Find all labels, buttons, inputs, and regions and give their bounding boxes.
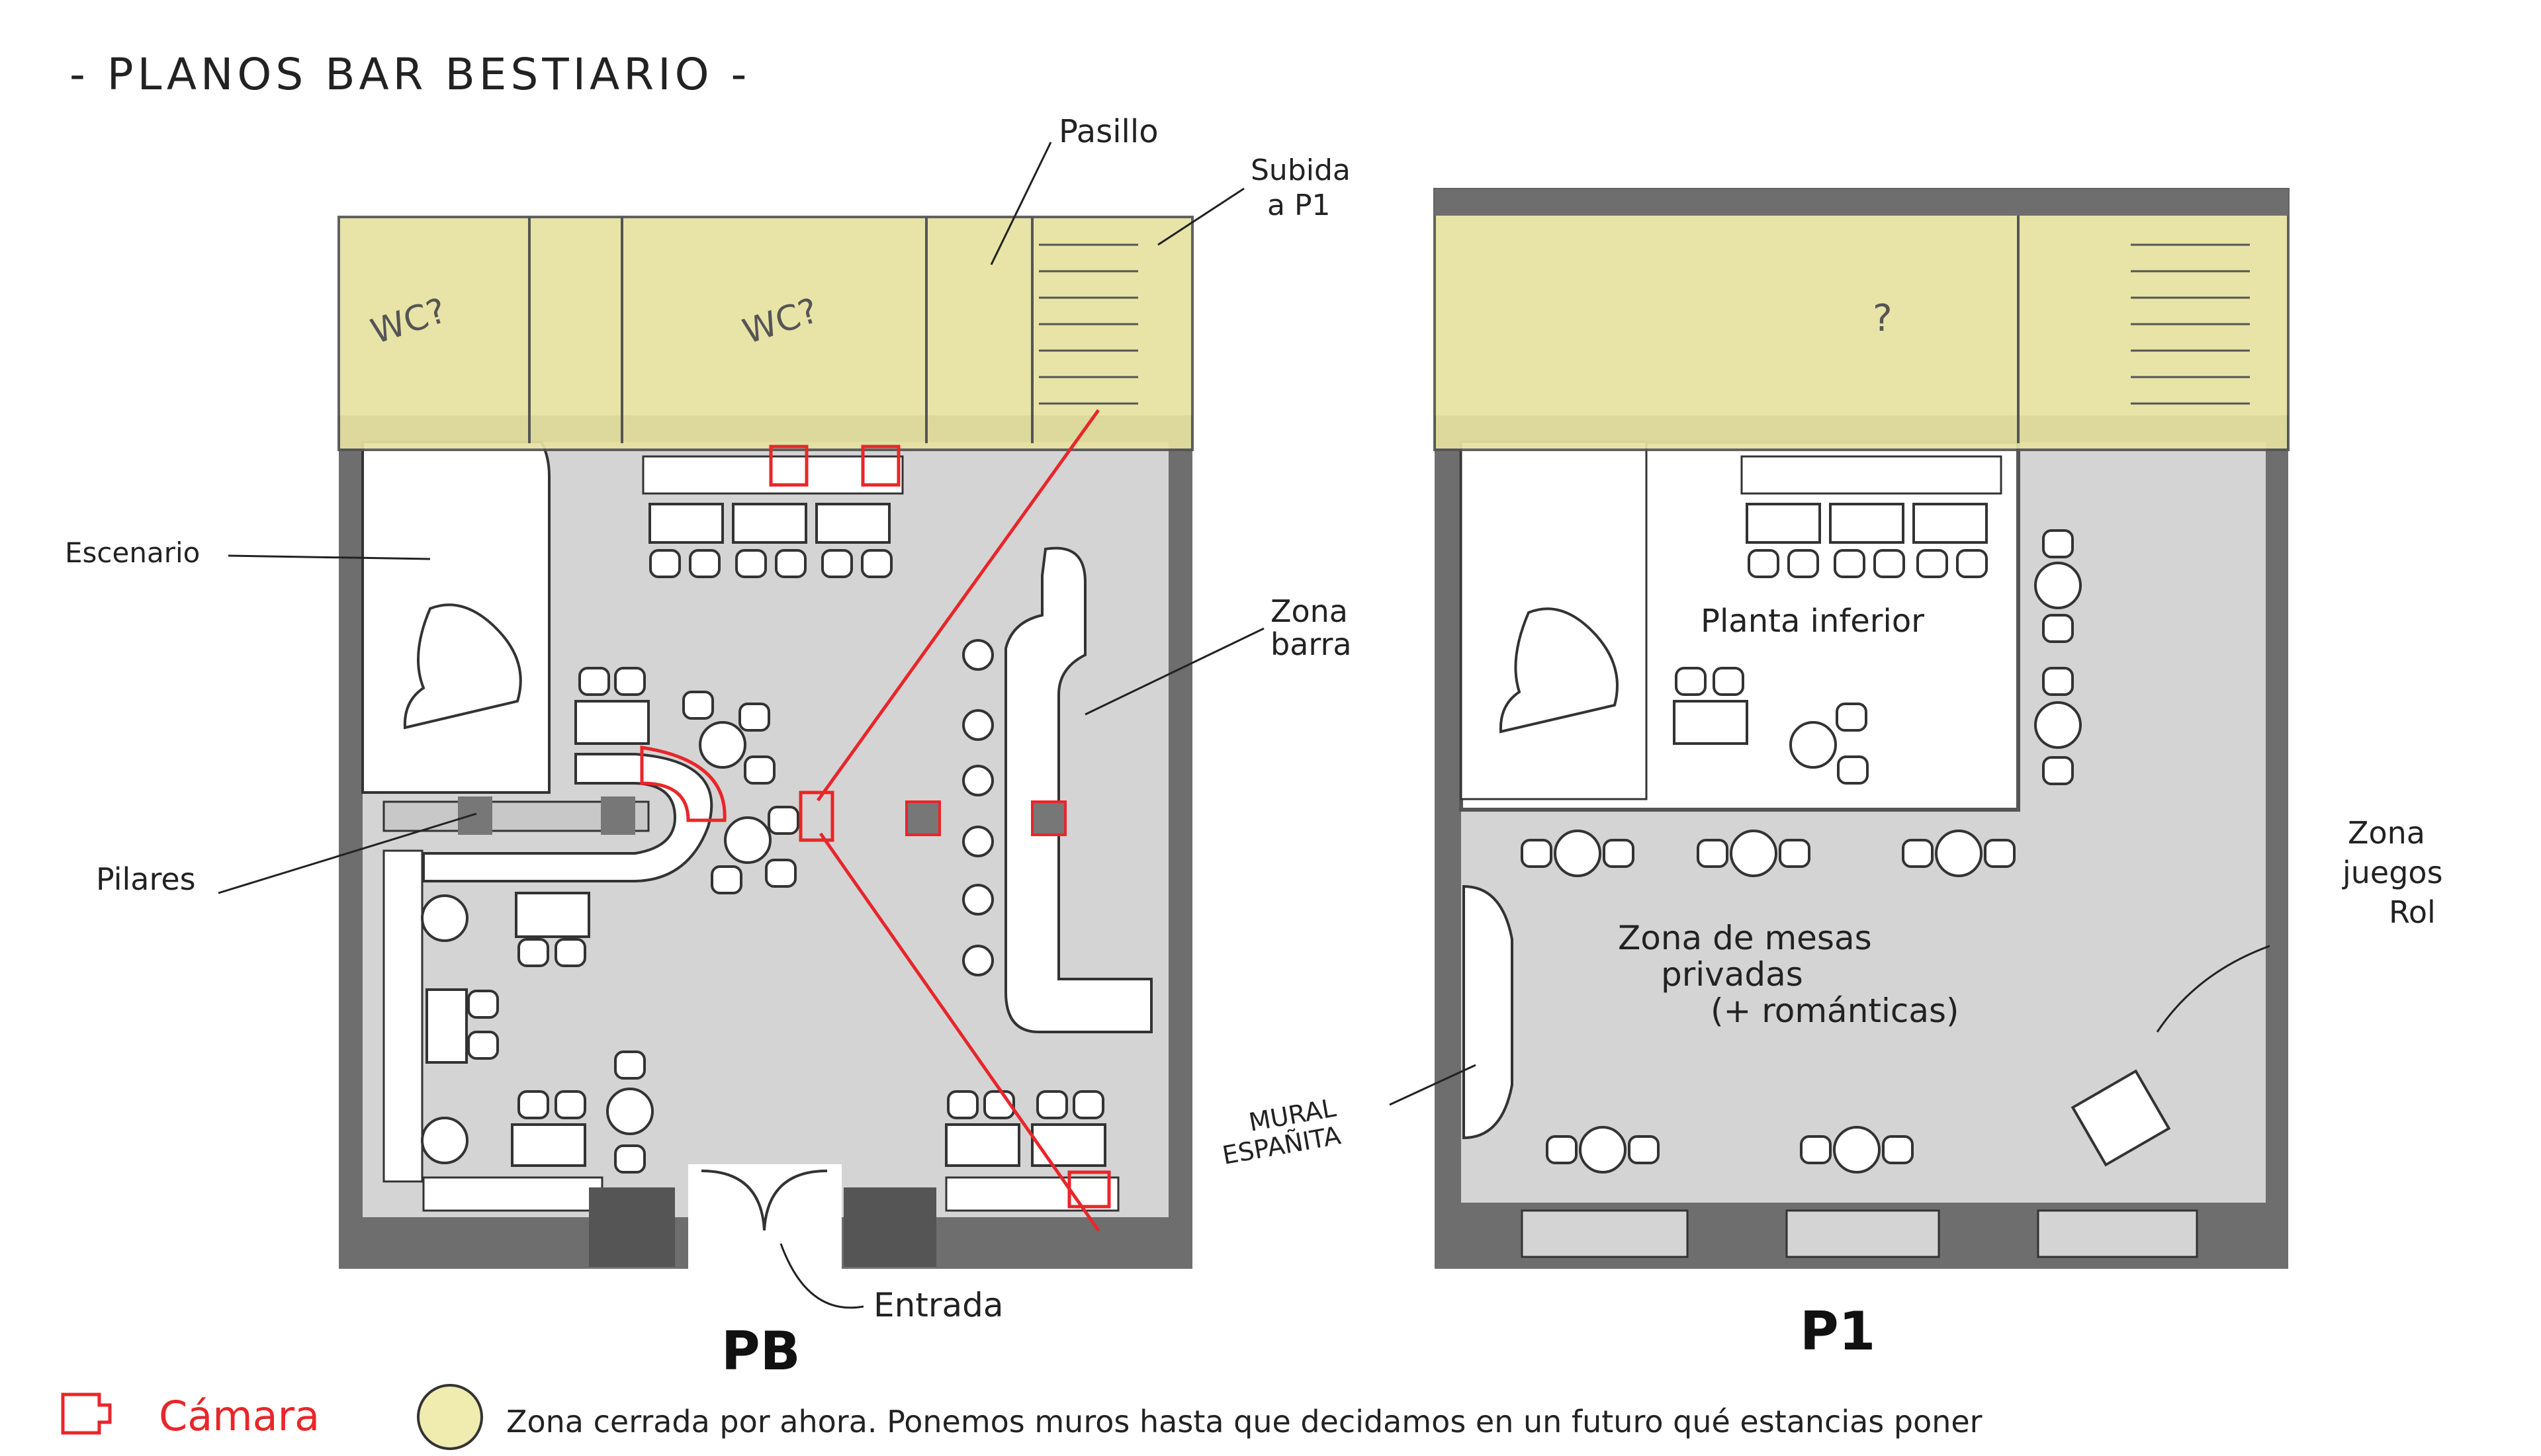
ground-floor-plan: WC? WC? PB [337, 216, 1194, 1382]
pillar [458, 796, 492, 835]
label-juegos-2: juegos [2342, 855, 2443, 890]
mural-wall [1462, 884, 1513, 1140]
label-escenario: Escenario [65, 536, 200, 569]
top-bench [642, 455, 904, 495]
lower-tables [421, 892, 1106, 1174]
label-unknown-room: ? [1873, 297, 1893, 340]
bench-left [382, 849, 424, 1183]
piano-icon [1499, 607, 1619, 734]
legend-closed-zone-label: Zona cerrada por ahora. Ponemos muros ha… [506, 1404, 1983, 1439]
label-pasillo: Pasillo [1059, 113, 1159, 150]
label-subida-2: a P1 [1267, 189, 1330, 222]
label-planta-inferior: Planta inferior [1701, 603, 1924, 640]
label-subida-1: Subida [1251, 153, 1351, 187]
camera-markers [640, 409, 1111, 1232]
wall-pillar [589, 1187, 675, 1267]
label-zona-barra-1: Zona [1270, 593, 1348, 629]
closed-zone-ground [337, 216, 1194, 451]
bench-bottom [422, 1176, 603, 1212]
top-tables [648, 503, 893, 578]
bar-stools [962, 639, 994, 976]
entrance-door-icon [701, 1170, 828, 1231]
label-zona-barra-2: barra [1270, 626, 1352, 662]
bar-counter [1004, 546, 1153, 1033]
pillar [601, 796, 635, 835]
label-mesas-3: (+ románticas) [1711, 992, 1959, 1030]
closed-zone-swatch-icon [417, 1384, 483, 1450]
legend-camera-label: Cámara [159, 1392, 320, 1440]
stairs-icon [2131, 243, 2250, 405]
label-pilares: Pilares [96, 861, 196, 897]
floor-name-pb: PB [721, 1320, 801, 1382]
wall-pillar [844, 1187, 936, 1267]
label-juegos-3: Rol [2389, 894, 2436, 930]
upper-floor-plan: ? Planta inferior Zona de mesas privadas… [1433, 188, 2290, 1362]
camera-icon [61, 1392, 112, 1435]
curved-booth [422, 753, 713, 882]
page-title: - PLANOS BAR BESTIARIO - [69, 49, 750, 100]
legend: Cámara Zona cerrada por ahora. Ponemos m… [61, 1384, 1983, 1450]
closed-zone-upper [1433, 188, 2290, 451]
label-mesas-1: Zona de mesas [1618, 919, 1872, 957]
piano-icon [403, 603, 522, 730]
x-marker-icon [905, 800, 1067, 836]
label-juegos-1: Zona [2348, 815, 2425, 851]
floor-name-p1: P1 [1800, 1301, 1875, 1362]
game-table [2071, 1069, 2171, 1167]
label-mesas-2: privadas [1661, 955, 1803, 994]
label-entrada: Entrada [873, 1286, 1003, 1324]
stairs-icon [1039, 243, 1138, 405]
mid-tables [574, 667, 799, 894]
